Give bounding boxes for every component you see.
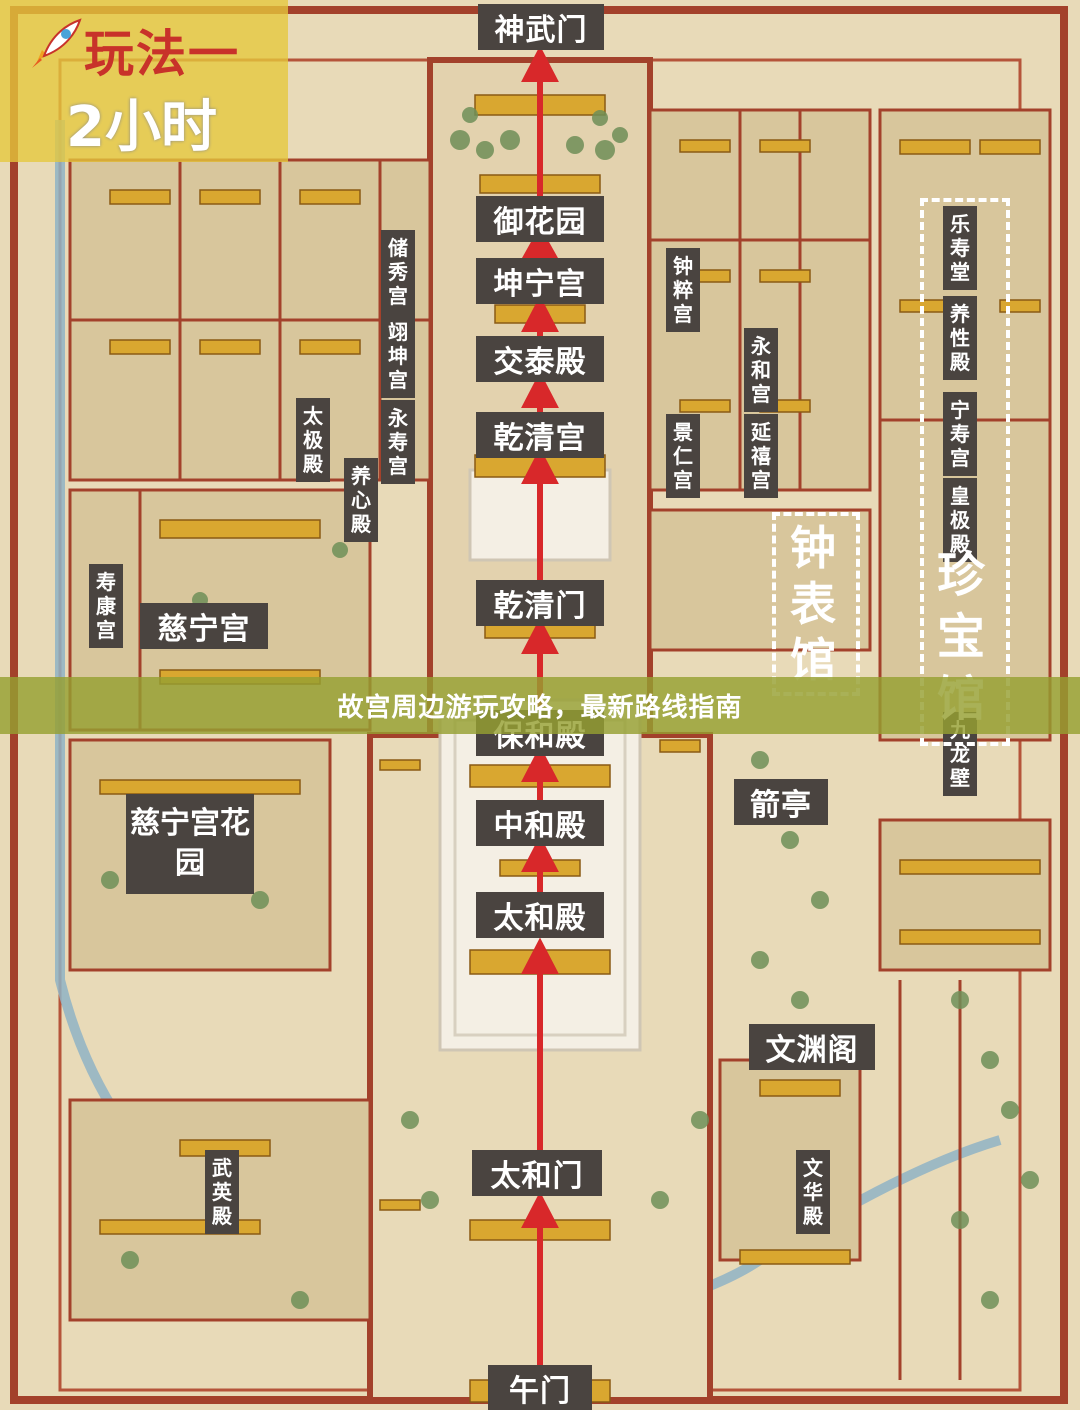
badge-title: 玩法一	[84, 25, 240, 83]
title-banner: 故宫周边游玩攻略，最新路线指南	[0, 677, 1080, 734]
label-wumen: 午门	[488, 1365, 592, 1410]
label-cininggong: 慈宁宫	[140, 603, 268, 649]
label-yikungong: 翊坤宫	[381, 314, 415, 398]
label-jingrengong: 景仁宫	[666, 414, 700, 498]
treasure-museum-box	[920, 198, 1010, 746]
label-huangjidian: 皇极殿	[943, 478, 977, 562]
banner-text: 故宫周边游玩攻略，最新路线指南	[337, 693, 743, 723]
label-zhongcuigong: 钟粹宫	[666, 248, 700, 332]
label-taijidian: 太极殿	[296, 398, 330, 482]
label-zhonghedian: 中和殿	[476, 800, 604, 846]
route-plan-badge: 玩法一 2小时	[0, 0, 288, 162]
label-yuhuayuan: 御花园	[476, 196, 604, 242]
label-jiaotaidian: 交泰殿	[476, 336, 604, 382]
label-taihemen: 太和门	[472, 1150, 602, 1196]
label-yanxigong: 延禧宫	[744, 414, 778, 498]
rocket-icon	[32, 18, 82, 68]
label-taihedian: 太和殿	[476, 892, 604, 938]
label-wenyuange: 文渊阁	[749, 1024, 875, 1070]
label-shenwumen: 神武门	[478, 4, 604, 50]
label-yangxingdian: 养性殿	[943, 296, 977, 380]
label-shoukanggong: 寿康宫	[89, 564, 123, 648]
label-yonghegong: 永和宫	[744, 328, 778, 412]
label-qianqingmen: 乾清门	[476, 580, 604, 626]
label-wuyingdian: 武英殿	[205, 1150, 239, 1234]
label-kunninggong: 坤宁宫	[476, 258, 604, 304]
label-wenhuadian: 文华殿	[796, 1150, 830, 1234]
label-jianting: 箭亭	[734, 779, 828, 825]
label-yongshougong: 永寿宫	[381, 400, 415, 484]
label-leshoutang: 乐寿堂	[943, 206, 977, 290]
badge-duration: 2小时	[66, 95, 217, 160]
label-clock-museum: 钟表馆	[790, 521, 836, 687]
label-cining-garden: 慈宁宫花园	[126, 794, 254, 894]
label-ningshougong: 宁寿宫	[943, 392, 977, 476]
label-qianqinggong: 乾清宫	[476, 412, 604, 458]
label-yangxindian: 养心殿	[344, 458, 378, 542]
label-cixiugong: 储秀宫	[381, 230, 415, 314]
